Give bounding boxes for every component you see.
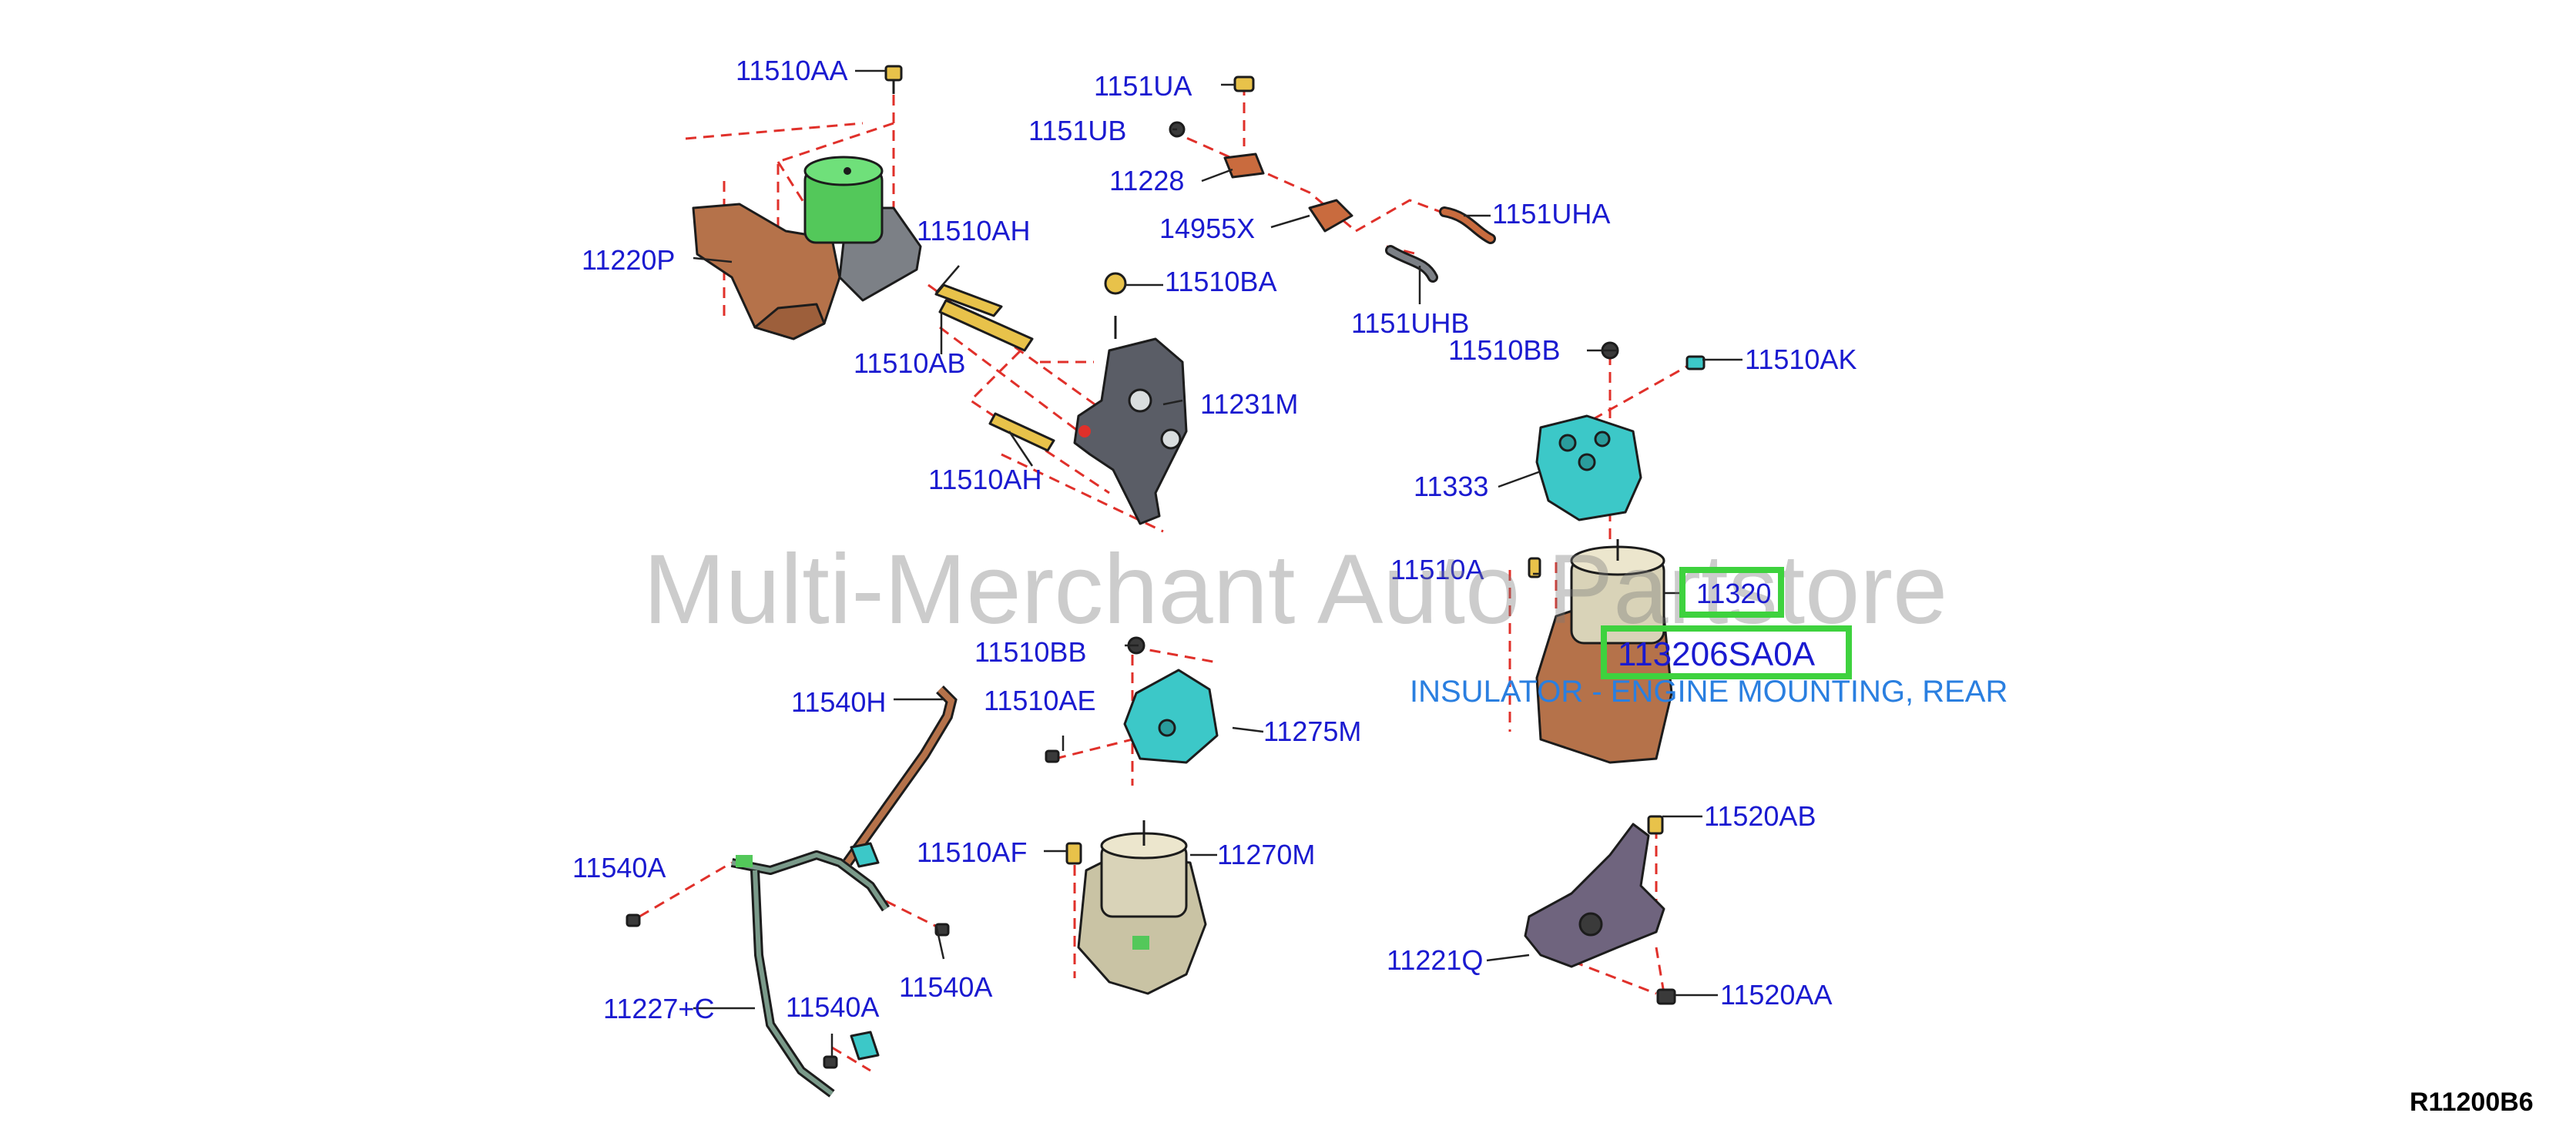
tube-11227c-part — [626, 685, 958, 1098]
insulator-11320-part — [1528, 539, 1673, 764]
part-label-1151uha[interactable]: 1151UHA — [1492, 198, 1611, 230]
part-label-11221q[interactable]: 11221Q — [1387, 944, 1484, 976]
part-label-1151uhb[interactable]: 1151UHB — [1351, 307, 1470, 339]
part-label-11510aa[interactable]: 11510AA — [736, 55, 848, 86]
selected-part-code-highlight[interactable]: 113206SA0A — [1601, 625, 1852, 679]
bracket-11275m-part — [1045, 636, 1219, 764]
part-label-11510ae[interactable]: 11510AE — [984, 685, 1096, 716]
bracket-11220p-part — [692, 156, 922, 340]
part-label-11510bb-bottom[interactable]: 11510BB — [974, 636, 1087, 668]
part-label-11270m[interactable]: 11270M — [1217, 839, 1316, 870]
part-label-14955x[interactable]: 14955X — [1159, 213, 1256, 244]
part-label-11520ab[interactable]: 11520AB — [1704, 800, 1816, 832]
selected-part-code: 113206SA0A — [1618, 635, 1816, 673]
part-label-11333[interactable]: 11333 — [1414, 471, 1489, 502]
part-label-11510ak[interactable]: 11510AK — [1745, 344, 1857, 375]
part-label-11540a-right[interactable]: 11540A — [899, 971, 993, 1003]
part-label-1151ua[interactable]: 1151UA — [1094, 70, 1192, 102]
part-label-11231m[interactable]: 11231M — [1200, 388, 1299, 420]
part-label-11540a-left[interactable]: 11540A — [572, 852, 666, 883]
part-label-11510ab[interactable]: 11510AB — [854, 347, 966, 379]
part-label-11540h[interactable]: 11540H — [791, 686, 887, 718]
part-label-11510a[interactable]: 11510A — [1390, 554, 1484, 585]
leader-lines — [693, 69, 1742, 1057]
assembly-dash-lines — [639, 77, 1696, 1072]
part-label-1151ub[interactable]: 1151UB — [1028, 115, 1127, 146]
diagram-reference-code: R11200B6 — [2410, 1088, 2534, 1117]
part-label-11510bb-top[interactable]: 11510BB — [1448, 334, 1561, 366]
part-label-11510ah-top[interactable]: 11510AH — [917, 215, 1031, 246]
selected-part-number: 11320 — [1696, 578, 1772, 609]
part-label-11520aa[interactable]: 11520AA — [1720, 979, 1833, 1011]
part-label-11220p[interactable]: 11220P — [582, 244, 676, 276]
selected-part-description: INSULATOR - ENGINE MOUNTING, REAR — [1410, 675, 2008, 709]
part-label-11540a-bottom[interactable]: 11540A — [786, 991, 880, 1023]
bracket-11231m-part — [1073, 316, 1188, 525]
part-label-11510af[interactable]: 11510AF — [917, 836, 1028, 868]
bolts-left-group — [884, 65, 1127, 452]
part-label-11510ah-bottom[interactable]: 11510AH — [928, 464, 1042, 495]
insulator-11270m-part — [1065, 820, 1207, 995]
selected-part-number-highlight[interactable]: 11320 — [1679, 567, 1784, 618]
bracket-11221q-part — [1524, 815, 1676, 1005]
bracket-11333-part — [1535, 341, 1706, 521]
part-label-11510ba[interactable]: 11510BA — [1165, 266, 1277, 297]
hose-and-sensor-group — [1169, 75, 1496, 283]
part-label-11228[interactable]: 11228 — [1109, 165, 1185, 196]
part-label-11227c[interactable]: 11227+C — [603, 993, 715, 1024]
part-label-11275m[interactable]: 11275M — [1263, 716, 1362, 747]
